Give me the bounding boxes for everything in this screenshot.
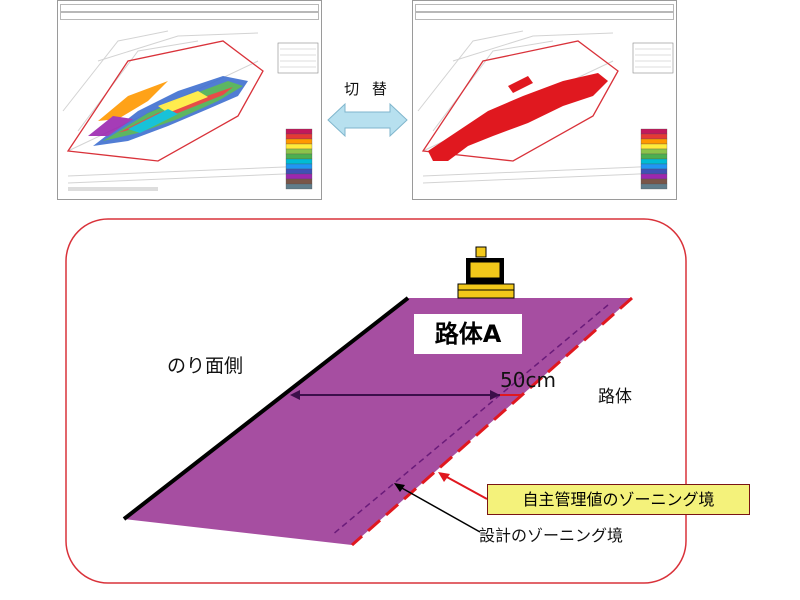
road-a-label: 路体A (414, 314, 522, 354)
self-zone-boundary-line (351, 296, 633, 547)
double-arrow-icon (327, 102, 408, 138)
design-zone-label: 設計のゾーニング境 (479, 526, 624, 545)
slope-side-label: のり面側 (167, 355, 244, 377)
header-row (415, 4, 674, 12)
self-zone-label: 自主管理値のゾーニング境 (487, 484, 750, 515)
slope-edge (122, 296, 410, 521)
header-row (415, 12, 674, 20)
zone-boundary (66, 40, 264, 162)
header-row (60, 4, 319, 12)
design-zone-pointer (399, 486, 481, 533)
distance-label: 50cm (500, 368, 556, 392)
red-zone-area (428, 73, 608, 161)
map-canvas-left (62, 30, 319, 191)
map-canvas-right (417, 30, 674, 190)
self-zone-pointer (444, 475, 488, 500)
legend-left (285, 128, 313, 190)
switch-label: 切 替 (344, 80, 391, 98)
embankment-area (124, 298, 632, 545)
switch-indicator: 切 替 (323, 60, 412, 180)
zone-boundary (421, 40, 619, 162)
header-row (60, 12, 319, 20)
bulldozer-icon (457, 246, 515, 299)
legend-right (640, 128, 668, 190)
diagram-frame (65, 218, 687, 584)
legend-swatch (640, 183, 668, 190)
map-view-right (412, 0, 677, 200)
road-label: 路体 (598, 387, 632, 407)
map-view-left (57, 0, 322, 200)
legend-swatch (285, 183, 313, 190)
